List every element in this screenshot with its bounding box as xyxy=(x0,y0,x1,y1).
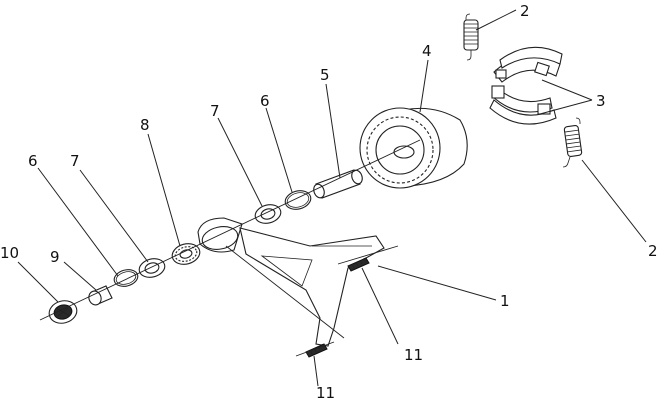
spring-right xyxy=(562,117,583,168)
leader-11b xyxy=(313,355,319,387)
leader-11a xyxy=(361,267,399,345)
leader-2a xyxy=(475,9,517,31)
cap-nut xyxy=(48,300,78,324)
leader-6a xyxy=(265,107,293,193)
leader-3 xyxy=(539,79,593,115)
callout-2-top: 2 xyxy=(520,2,530,20)
leader-8 xyxy=(147,133,181,247)
callout-1: 1 xyxy=(500,292,510,310)
leader-2b xyxy=(581,159,647,243)
callout-8: 8 xyxy=(140,116,150,134)
assembly-axis-lever xyxy=(225,245,345,339)
assembly-axis-screw-upper xyxy=(337,245,399,265)
brake-shoe-lower xyxy=(489,85,557,125)
callout-4: 4 xyxy=(422,42,432,60)
callout-6-lower: 6 xyxy=(28,152,38,170)
leader-7b xyxy=(79,169,149,263)
leader-1 xyxy=(377,265,497,301)
callout-2-right: 2 xyxy=(648,242,658,260)
callout-7-upper: 7 xyxy=(210,102,220,120)
screw-upper xyxy=(347,257,370,272)
spacer xyxy=(88,285,113,306)
bushing-upper xyxy=(254,204,282,224)
bushing-lower xyxy=(138,258,166,278)
leader-9 xyxy=(63,261,97,291)
leader-5 xyxy=(325,83,341,179)
leader-10 xyxy=(17,261,59,303)
callout-6-upper: 6 xyxy=(260,92,270,110)
assembly-axis-screw-lower xyxy=(295,341,335,357)
brake-shoe-upper xyxy=(493,46,563,83)
assembly-axis-main xyxy=(39,139,421,321)
callout-9: 9 xyxy=(50,248,60,266)
spring-top xyxy=(463,13,479,61)
callout-10: 10 xyxy=(0,244,19,262)
leader-7a xyxy=(217,117,263,207)
leader-6b xyxy=(37,167,119,277)
callout-11-right: 11 xyxy=(404,346,423,364)
callout-11-bottom: 11 xyxy=(316,384,335,400)
leader-4 xyxy=(419,59,429,113)
callout-3: 3 xyxy=(596,92,606,110)
callout-7-lower: 7 xyxy=(70,152,80,170)
lever-arm xyxy=(197,217,385,347)
shaft-sleeve xyxy=(313,169,363,199)
gear-drum xyxy=(359,107,468,189)
callout-5: 5 xyxy=(320,66,330,84)
screw-lower xyxy=(305,343,328,358)
ball-bearing xyxy=(171,243,201,265)
